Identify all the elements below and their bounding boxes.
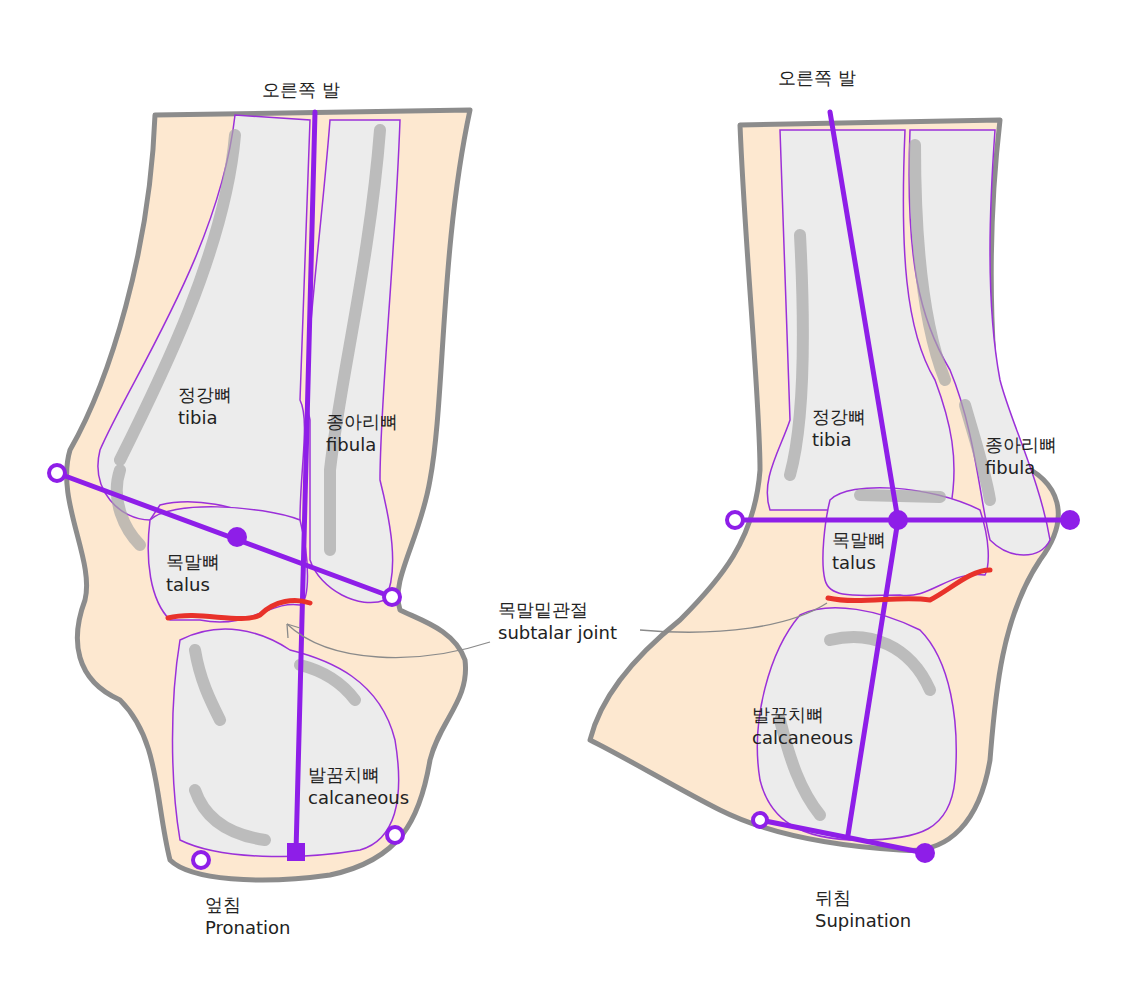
part-label: 엎침 Pronation <box>205 893 290 940</box>
axis-end <box>287 843 305 861</box>
shading-stroke <box>330 130 380 550</box>
shading-stroke <box>300 665 355 700</box>
leg-axis <box>296 112 315 852</box>
shading-stroke <box>195 650 220 720</box>
shading <box>117 130 380 840</box>
shading-stroke <box>790 235 803 475</box>
fibula-bone <box>307 120 400 603</box>
shading-stroke <box>195 790 265 840</box>
leader-line <box>287 624 300 638</box>
leg-axis <box>830 112 898 520</box>
part-label: 목말밑관절 subtalar joint <box>498 598 648 645</box>
axis-point <box>49 465 65 481</box>
axis-point <box>1060 510 1080 530</box>
heel-line <box>760 820 925 853</box>
tibia-bone <box>98 115 310 520</box>
part-label: 발꿈치뼈 calcaneous <box>752 703 853 750</box>
shading-stroke <box>120 135 235 460</box>
part-label: 종아리뼈 fibula <box>326 410 398 457</box>
axis-point <box>384 589 400 605</box>
axis-point <box>915 843 935 863</box>
skin <box>590 120 1058 850</box>
ankle-axis <box>57 473 392 597</box>
part-label: 목말뼈 talus <box>832 528 886 575</box>
axis-point <box>727 512 743 528</box>
axis-point <box>387 827 403 843</box>
leader-line <box>287 624 490 657</box>
axis-lines <box>735 112 1070 853</box>
part-label: 뒤침 Supination <box>815 886 911 933</box>
subtalar-joint-line <box>828 570 990 601</box>
part-label: 오른쪽 발 <box>778 66 856 89</box>
part-label: 목말뼈 talus <box>166 550 220 597</box>
subtalar-joint-line <box>168 601 310 619</box>
axis-point <box>193 852 209 868</box>
shading-stroke <box>915 145 945 380</box>
calcaneus-bone <box>173 629 399 856</box>
leader-line <box>640 603 827 632</box>
talus-bone <box>148 507 307 622</box>
axis-lines <box>57 112 392 852</box>
part-label: 정강뼈 tibia <box>812 405 866 452</box>
part-label: 오른쪽 발 <box>262 78 340 101</box>
part-label: 발꿈치뼈 calcaneous <box>308 763 409 810</box>
shading-stroke <box>860 495 940 497</box>
part-label: 정강뼈 tibia <box>178 383 232 430</box>
axis-points <box>727 512 767 827</box>
shading-stroke <box>117 470 140 545</box>
axis-point <box>753 813 767 827</box>
part-label: 종아리뼈 fibula <box>985 433 1057 480</box>
axis-center <box>888 510 908 530</box>
axis-center <box>227 527 247 547</box>
skin <box>67 110 470 880</box>
